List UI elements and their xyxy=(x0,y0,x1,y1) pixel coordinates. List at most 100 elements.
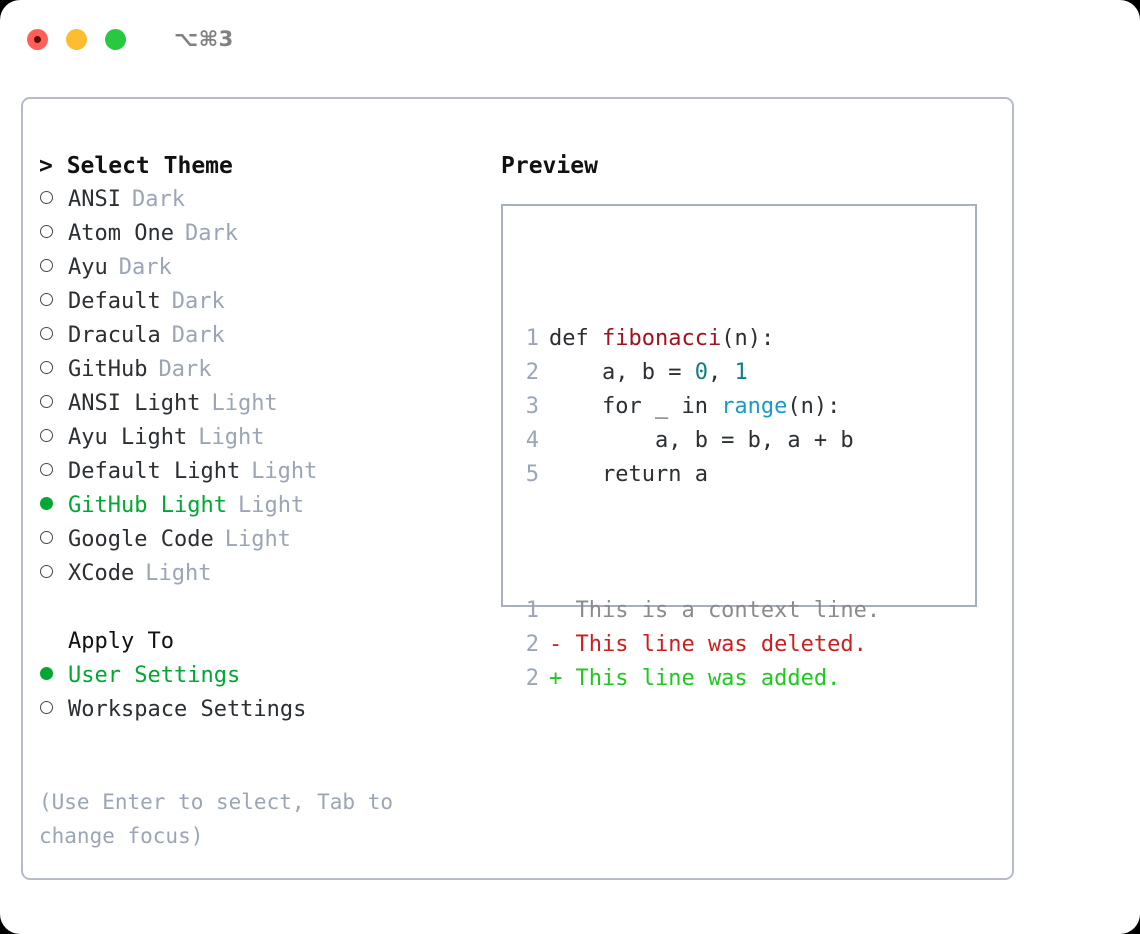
diff-line-text: This is a context line. xyxy=(549,598,881,623)
zoom-button[interactable] xyxy=(105,28,126,50)
code-line: 5 return a xyxy=(515,458,880,492)
diff-line-context: 1 This is a context line. xyxy=(515,594,880,628)
diff-line-number: 1 xyxy=(525,598,539,623)
radio-circle xyxy=(40,531,53,544)
theme-variant-tag: Dark xyxy=(158,357,212,382)
code-token-function: fibonacci xyxy=(601,326,722,351)
code-line-number: 4 xyxy=(525,428,539,453)
theme-variant-tag: Light xyxy=(198,425,265,450)
theme-option-label: Ayu Light xyxy=(68,425,188,450)
theme-variant-tag: Dark xyxy=(171,289,225,314)
close-button[interactable] xyxy=(27,28,48,50)
theme-option-label: Dracula xyxy=(68,323,161,348)
code-line: 1 def fibonacci(n): xyxy=(515,322,880,356)
keyboard-hint-text: (Use Enter to select, Tab to change focu… xyxy=(39,790,406,848)
theme-option-row[interactable]: Default Light Light xyxy=(39,455,479,489)
code-token-plain: a, b = b, a + b xyxy=(549,428,854,453)
theme-option-row[interactable]: Google Code Light xyxy=(39,523,479,557)
radio-circle xyxy=(40,293,53,306)
code-line-number: 2 xyxy=(525,360,539,385)
code-line-number: 1 xyxy=(525,326,539,351)
theme-variant-tag: Light xyxy=(224,527,291,552)
radio-circle xyxy=(40,565,53,578)
apply-to-option-row[interactable]: Workspace Settings xyxy=(39,693,479,727)
theme-option-row[interactable]: ANSI Dark xyxy=(39,183,479,217)
code-token-number: 1 xyxy=(734,360,748,385)
radio-circle xyxy=(40,259,53,272)
select-theme-heading: > Select Theme xyxy=(39,153,233,179)
radio-circle xyxy=(40,497,53,510)
code-token-plain: return a xyxy=(549,462,708,487)
diff-line-number: 2 xyxy=(525,666,539,691)
code-token-plain: for _ in xyxy=(549,394,722,419)
theme-option-row[interactable]: GitHub Light Light xyxy=(39,489,479,523)
title-bar: ⌥⌘3 xyxy=(0,0,1140,78)
diff-sample: 1 This is a context line. 2 - This line wa… xyxy=(515,594,880,696)
apply-to-heading: Apply To xyxy=(68,629,174,654)
theme-option-label: GitHub Light xyxy=(68,493,227,518)
radio-circle xyxy=(40,429,53,442)
code-token-plain: a, b = xyxy=(549,360,695,385)
diff-line-added: 2 + This line was added. xyxy=(515,662,880,696)
theme-variant-tag: Dark xyxy=(171,323,225,348)
theme-option-label: Default Light xyxy=(68,459,241,484)
code-line: 4 a, b = b, a + b xyxy=(515,424,880,458)
keyboard-shortcut-label: ⌥⌘3 xyxy=(174,27,234,51)
code-token-number: 0 xyxy=(694,360,708,385)
code-line-number: 3 xyxy=(525,394,539,419)
code-token-call: range xyxy=(721,394,788,419)
theme-variant-tag: Light xyxy=(237,493,305,518)
minimize-button[interactable] xyxy=(66,28,87,50)
theme-option-label: Atom One xyxy=(68,221,174,246)
theme-option-label: XCode xyxy=(68,561,135,586)
code-token-plain: (n): xyxy=(721,326,775,351)
theme-option-row[interactable]: GitHub Dark xyxy=(39,353,479,387)
diff-line-number: 2 xyxy=(525,632,539,657)
theme-variant-tag: Dark xyxy=(184,221,238,246)
theme-option-row[interactable]: Dracula Dark xyxy=(39,319,479,353)
radio-circle xyxy=(40,327,53,340)
code-token-plain: , xyxy=(707,360,735,385)
apply-to-option-label: Workspace Settings xyxy=(68,697,307,722)
theme-variant-tag: Light xyxy=(211,391,278,416)
theme-option-label: Google Code xyxy=(68,527,214,552)
theme-variant-tag: Light xyxy=(251,459,318,484)
preview-heading: Preview xyxy=(501,153,598,179)
code-token-plain: (n): xyxy=(787,394,841,419)
diff-line-text: - This line was deleted. xyxy=(549,632,867,657)
radio-circle xyxy=(40,361,53,374)
radio-circle xyxy=(40,191,53,204)
theme-option-label: GitHub xyxy=(68,357,148,382)
apply-to-option-row[interactable]: User Settings xyxy=(39,659,479,693)
radio-circle xyxy=(40,395,53,408)
theme-option-row[interactable]: Ayu Light Light xyxy=(39,421,479,455)
theme-option-row[interactable]: Atom One Dark xyxy=(39,217,479,251)
code-token-plain: def xyxy=(549,326,602,351)
radio-circle xyxy=(40,463,53,476)
window-controls xyxy=(27,28,126,50)
radio-circle xyxy=(40,701,53,714)
code-line: 3 for _ in range(n): xyxy=(515,390,880,424)
theme-variant-tag: Dark xyxy=(131,187,185,212)
radio-circle xyxy=(40,667,53,680)
theme-option-label: Ayu xyxy=(68,255,108,280)
code-line-number: 5 xyxy=(525,462,539,487)
apply-to-option-label: User Settings xyxy=(68,663,241,688)
diff-line-deleted: 2 - This line was deleted. xyxy=(515,628,880,662)
diff-line-text: + This line was added. xyxy=(549,666,841,691)
theme-option-label: ANSI xyxy=(68,187,121,212)
